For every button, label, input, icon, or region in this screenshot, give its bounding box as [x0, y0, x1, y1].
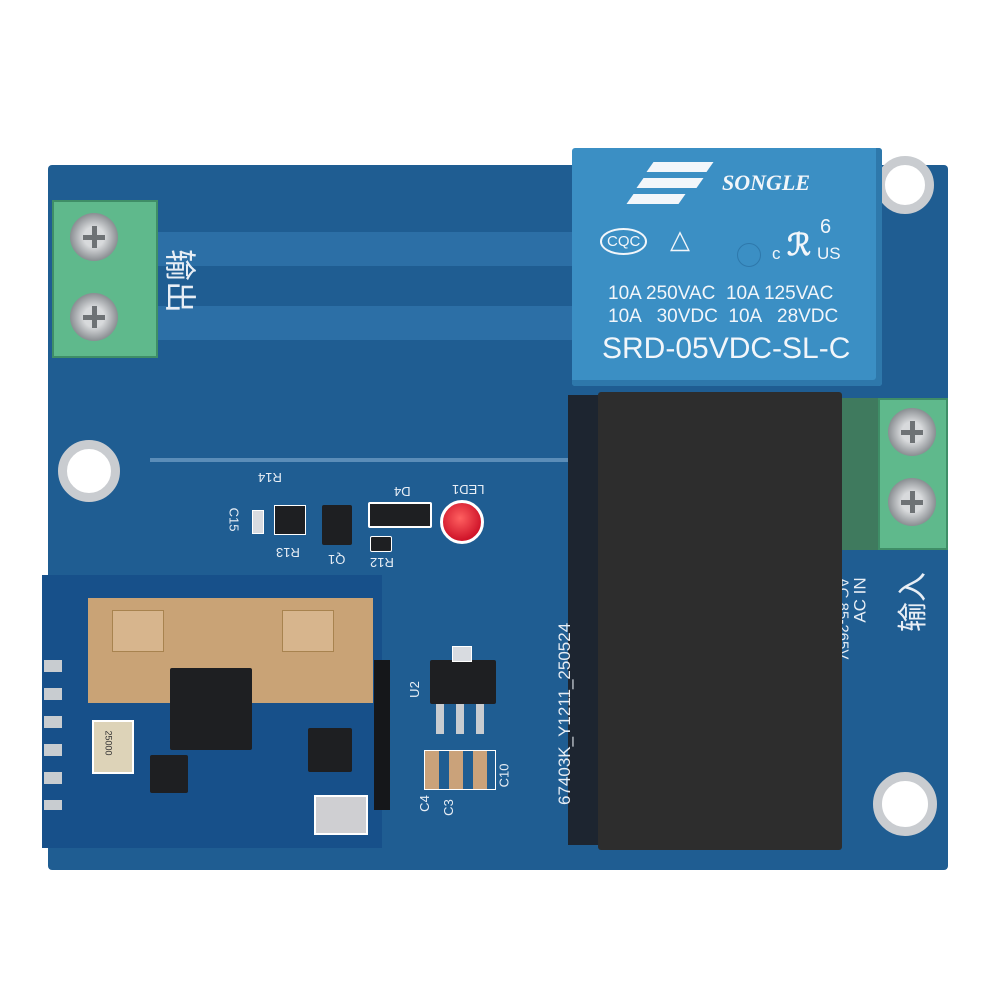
relay-dimple	[737, 243, 761, 267]
cert-number: 6	[820, 216, 832, 238]
module-side-pins	[44, 660, 62, 810]
mcu-chip	[170, 668, 252, 750]
antenna-pad	[112, 610, 164, 652]
relay-rating-2: 10A 30VDC 10A 28VDC	[608, 306, 839, 327]
trace-line	[150, 458, 570, 462]
screw-icon	[888, 478, 936, 526]
antenna-pad	[282, 610, 334, 652]
songle-logo-icon	[646, 162, 714, 172]
r13-label: R13	[276, 545, 300, 560]
power-module	[598, 392, 842, 850]
ul-c-mark: c	[772, 244, 781, 263]
input-terminal-shadow	[842, 398, 882, 550]
module-pin-header	[374, 660, 390, 810]
crystal: 25000	[92, 720, 134, 774]
r12-label: R12	[370, 555, 394, 570]
regulator-pins	[436, 704, 492, 734]
screw-icon	[70, 293, 118, 341]
u2-label: U2	[406, 681, 422, 698]
triangle-cert-icon: △	[670, 224, 690, 254]
mounting-hole	[58, 440, 120, 502]
c3-label: C3	[440, 799, 456, 816]
mounting-hole	[876, 156, 934, 214]
relay-rating-1: 10A 250VAC 10A 125VAC	[608, 283, 834, 304]
resistor-r13	[274, 505, 306, 535]
relay-brand: SONGLE	[722, 170, 811, 195]
ul-mark-icon: ℛ	[787, 229, 811, 262]
trace-output-2	[155, 306, 575, 340]
rf-chip	[308, 728, 352, 772]
c15-label: C15	[226, 507, 242, 532]
d4-label: D4	[394, 484, 411, 499]
screw-icon	[888, 408, 936, 456]
relay-model: SRD-05VDC-SL-C	[602, 332, 851, 365]
ac-range-clip: AC 85-265V	[842, 550, 862, 690]
oscillator	[314, 795, 368, 835]
r14-label: R14	[258, 470, 282, 485]
led1-label: LED1	[452, 482, 485, 497]
capacitors-c3-c4-c10	[424, 750, 496, 790]
songle-logo-icon	[626, 194, 686, 204]
led-indicator	[440, 500, 484, 544]
capacitor-c15	[252, 510, 264, 534]
cqc-mark: CQC	[600, 228, 648, 255]
input-label: 输入	[897, 572, 930, 632]
ul-us-mark: US	[817, 244, 841, 263]
relay: SONGLE CQC △ c ℛ US 6 10A 250VAC 10A 125…	[572, 148, 882, 386]
transistor-q1	[322, 505, 352, 545]
power-module-side	[568, 395, 600, 845]
trace-output-1	[155, 232, 575, 266]
diode-d4	[368, 502, 432, 528]
c4-label: C4	[416, 795, 432, 812]
regulator-u2	[430, 660, 496, 704]
inductor-chip	[150, 755, 188, 793]
serial-label: 67403K_Y1211_250524	[555, 622, 574, 805]
songle-logo-icon	[636, 178, 704, 188]
c10-label: C10	[496, 763, 512, 788]
mounting-hole	[873, 772, 937, 836]
resistor-r12	[370, 536, 392, 552]
screw-icon	[70, 213, 118, 261]
q1-label: Q1	[328, 552, 346, 567]
crystal-label: 25000	[103, 730, 114, 756]
output-label: 输出	[162, 248, 199, 314]
regulator-tab	[452, 646, 472, 662]
ac-range-label: AC 85-265V	[842, 577, 852, 660]
